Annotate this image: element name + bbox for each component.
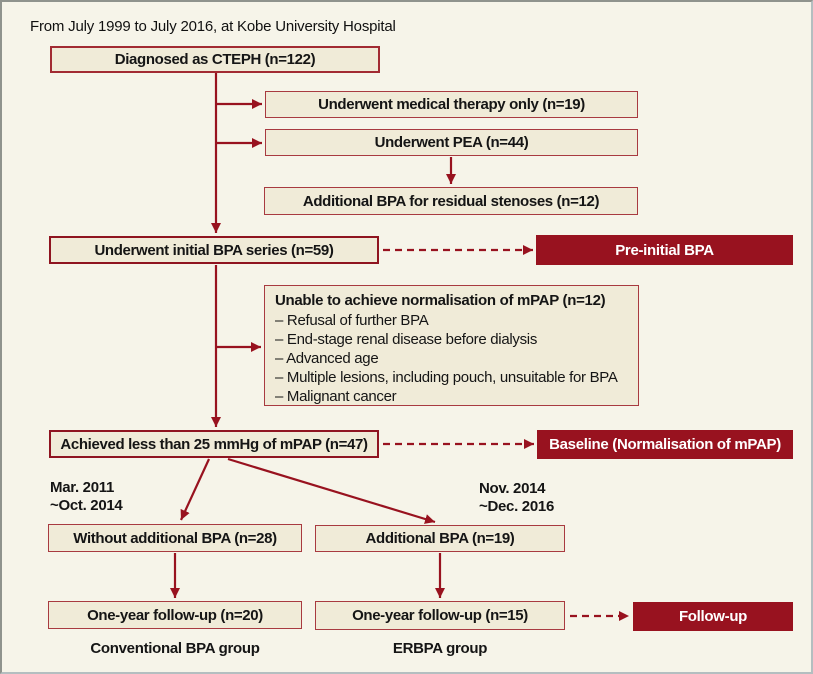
node-initial-bpa-series: Underwent initial BPA series (n=59) [49, 236, 379, 264]
node-achieved-mpap: Achieved less than 25 mmHg of mPAP (n=47… [49, 430, 379, 458]
period-line: ~Oct. 2014 [50, 497, 123, 514]
unable-reason: – Multiple lesions, including pouch, uns… [275, 369, 618, 386]
period-line: ~Dec. 2016 [479, 498, 554, 515]
unable-reason: – Malignant cancer [275, 388, 397, 405]
group-label-conventional: Conventional BPA group [90, 640, 260, 657]
node-additional-bpa: Additional BPA (n=19) [315, 525, 565, 552]
node-underwent-pea: Underwent PEA (n=44) [265, 129, 638, 156]
node-diagnosed-cteph: Diagnosed as CTEPH (n=122) [50, 46, 380, 73]
node-oneyear-followup-erbpa: One-year follow-up (n=15) [315, 601, 565, 630]
unable-title: Unable to achieve normalisation of mPAP … [275, 292, 606, 309]
group-label-erbpa: ERBPA group [392, 640, 488, 657]
study-period-caption: From July 1999 to July 2016, at Kobe Uni… [30, 18, 396, 35]
node-additional-bpa-residual: Additional BPA for residual stenoses (n=… [264, 187, 638, 215]
milestone-followup: Follow-up [633, 602, 793, 631]
node-oneyear-followup-conventional: One-year follow-up (n=20) [48, 601, 302, 629]
arrow-achieved-to-without [180, 458, 210, 521]
milestone-baseline: Baseline (Normalisation of mPAP) [537, 430, 793, 459]
node-unable-normalisation: Unable to achieve normalisation of mPAP … [264, 285, 639, 406]
period-line: Mar. 2011 [50, 479, 115, 496]
milestone-pre-initial-bpa: Pre-initial BPA [536, 235, 793, 265]
arrow-achieved-to-additional [227, 457, 436, 524]
period-label-conventional: Mar. 2011 ~Oct. 2014 [50, 479, 123, 515]
unable-reason: – Refusal of further BPA [275, 312, 429, 329]
period-label-erbpa: Nov. 2014 ~Dec. 2016 [479, 480, 554, 516]
period-line: Nov. 2014 [479, 480, 546, 497]
unable-reason: – Advanced age [275, 350, 379, 367]
node-medical-therapy-only: Underwent medical therapy only (n=19) [265, 91, 638, 118]
unable-reason: – End-stage renal disease before dialysi… [275, 331, 538, 348]
node-without-additional-bpa: Without additional BPA (n=28) [48, 524, 302, 552]
